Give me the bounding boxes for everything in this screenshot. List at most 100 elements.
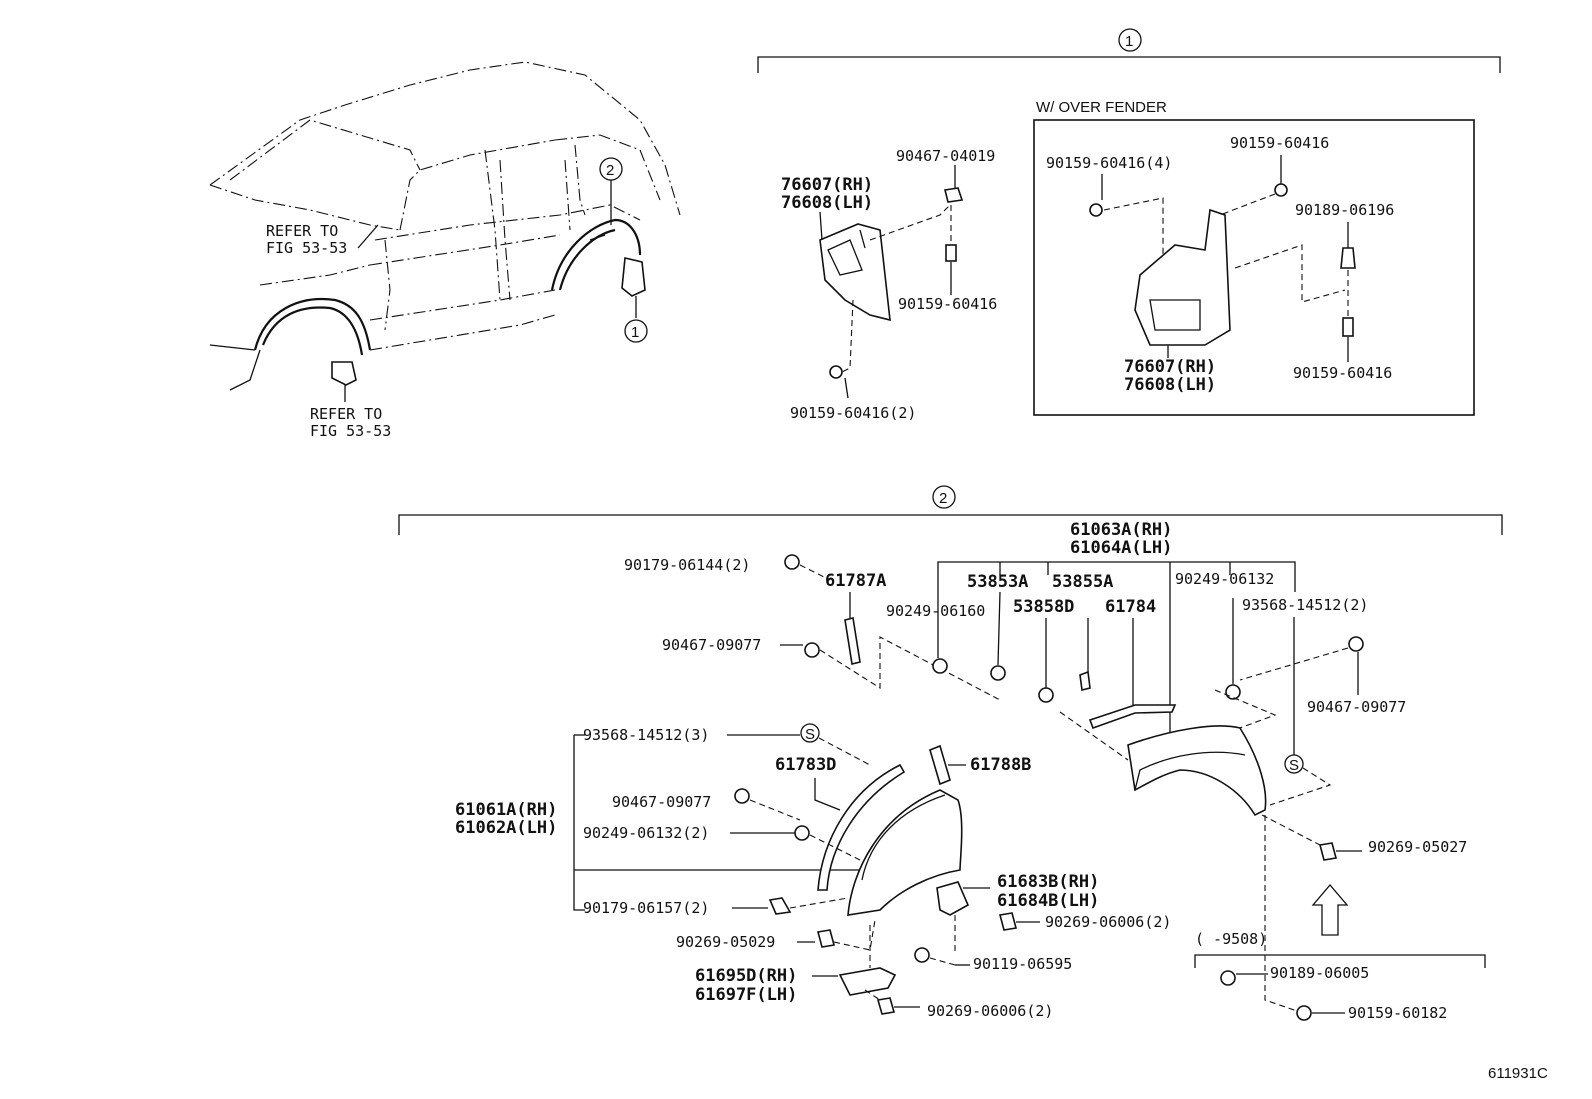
rivet-90189-06005-label: 90189-06005 <box>1270 964 1369 982</box>
of-rivet-label: 90189-06196 <box>1295 201 1394 219</box>
pin-90269-06006-mid: 90269-06006(2) <box>954 912 1171 955</box>
date-range-label: ( -9508) <box>1195 930 1267 948</box>
refer-note-lower: REFER TO FIG 53-53 <box>310 405 391 440</box>
front-fender-flare-part <box>1059 711 1267 817</box>
clip-90467-right-label: 90467-09077 <box>1307 698 1406 716</box>
screw-90159-60182-label: 90159-60182 <box>1348 1004 1447 1022</box>
molding-61788b: 61788B <box>929 744 1031 786</box>
front-fender-lh-label: 61064A(LH) <box>1070 538 1172 558</box>
rivet-90189-06005: 90189-06005 <box>1220 964 1369 986</box>
pin-90269-06006-mid-label: 90269-06006(2) <box>1045 913 1171 931</box>
refer-note-upper: REFER TO FIG 53-53 <box>266 222 379 257</box>
pin-90269-05027: 90269-05027 <box>1261 814 1467 861</box>
rear-fender-labels: 61061A(RH) 61062A(LH) 93568-14512(3) S <box>455 723 871 911</box>
mudguard-rh-label: 76607(RH) <box>781 175 873 195</box>
arrow-up <box>1311 883 1349 936</box>
clip-90467-09077-left: 90467-09077 <box>662 636 1001 701</box>
screw-90159-60416-bottom: 90159-60416(2) <box>790 299 916 422</box>
bracket-61695d: 61695D(RH) 61697F(LH) <box>695 925 897 1005</box>
clip-s-symbol-right: S <box>1289 757 1299 774</box>
group1-callout: 1 <box>1125 33 1133 50</box>
bracket-lh-label: 61697F(LH) <box>695 985 797 1005</box>
molding-61784-part <box>1088 618 1177 730</box>
callout-2-label: 2 <box>606 162 614 179</box>
of-part-lh-label: 76608(LH) <box>1124 375 1216 395</box>
callout-1-label: 1 <box>631 324 639 341</box>
screw-90159-60416-mid: 90159-60416 <box>898 205 997 313</box>
rear-fender-rh-label: 61061A(RH) <box>455 800 557 820</box>
rear-mudguard <box>621 257 646 318</box>
screw-90159-60182: 90159-60182 <box>1296 1004 1447 1022</box>
bolt-90119-06595-label: 90119-06595 <box>973 955 1072 973</box>
screw-mid-label: 90159-60416 <box>898 295 997 313</box>
nut-90249-06132-top <box>1214 598 1277 729</box>
front-fender-labels: 61063A(RH) 61064A(LH) 53853A 53855A 9024… <box>886 520 1368 740</box>
nut-90249-06132-2: 90249-06132(2) <box>583 824 861 861</box>
group1-bracket: 1 <box>757 28 1501 73</box>
of-screw-bottom-label: 90159-60416 <box>1293 364 1392 382</box>
group2-bracket: 2 <box>398 485 1503 535</box>
clip-90467-mid-label: 90467-09077 <box>612 793 711 811</box>
screw-90179-06144-label: 90179-06144(2) <box>624 556 750 574</box>
date-range-bracket: ( -9508) <box>1194 815 1486 1013</box>
clip-s-symbol-left: S <box>805 726 815 743</box>
mudguard-part: 76607(RH) 76608(LH) <box>781 175 891 322</box>
pin-90269-05029: 90269-05029 <box>676 919 876 951</box>
nut-90249-06132-top-label: 90249-06132 <box>1175 570 1274 588</box>
clip-90467-09077-mid: 90467-09077 <box>612 788 801 821</box>
nut-90249-06132-2-label: 90249-06132(2) <box>583 824 709 842</box>
screw-90179-06157: 90179-06157(2) <box>583 897 849 917</box>
refer-upper-line2: FIG 53-53 <box>266 239 347 257</box>
refer-upper-line1: REFER TO <box>266 222 338 240</box>
screw-bottom-label: 90159-60416(2) <box>790 404 916 422</box>
bracket2-lh-label: 61684B(LH) <box>997 891 1099 911</box>
vehicle-callout-1: 1 <box>624 319 648 343</box>
screw-90179-06144: 90179-06144(2) <box>624 554 831 581</box>
pin-90269-05029-label: 90269-05029 <box>676 933 775 951</box>
front-fender-flare <box>253 298 372 356</box>
emblem-d-label: 53858D <box>1013 597 1074 617</box>
rear-fender-lh-label: 61062A(LH) <box>455 818 557 838</box>
over-fender-title: W/ OVER FENDER <box>1036 99 1167 116</box>
of-screw-top-label: 90159-60416 <box>1230 134 1329 152</box>
refer-lower-line1: REFER TO <box>310 405 382 423</box>
molding-61783d: 61783D <box>775 755 906 891</box>
molding-61783d-label: 61783D <box>775 755 836 775</box>
clip-90467-04019-label: 90467-04019 <box>896 147 995 165</box>
of-part-rh-label: 76607(RH) <box>1124 357 1216 377</box>
clip-93568-2-label: 93568-14512(2) <box>1242 596 1368 614</box>
bolt-90119-06595: 90119-06595 <box>914 947 1072 973</box>
bracket-61683b: 61683B(RH) 61684B(LH) <box>936 872 1099 916</box>
rear-fender-flare-part <box>847 789 963 916</box>
vehicle-outline <box>209 61 681 391</box>
emblem-a-label: 53853A <box>967 572 1028 592</box>
clip-93568-2: S <box>1269 617 1332 806</box>
emblem-b-label: 53855A <box>1052 572 1113 592</box>
screw-53858d <box>1038 618 1091 703</box>
bracket2-rh-label: 61683B(RH) <box>997 872 1099 892</box>
molding-61784-label: 61784 <box>1105 597 1156 617</box>
mudguard-lh-label: 76608(LH) <box>781 193 873 213</box>
clip-53853a <box>990 591 1006 681</box>
molding-61787a: 61787A <box>825 571 886 665</box>
front-fender-rh-label: 61063A(RH) <box>1070 520 1172 540</box>
over-fender-box: W/ OVER FENDER 90159-60416(4) 90159-6041… <box>1033 99 1475 416</box>
pin-90269-06006-bottom-label: 90269-06006(2) <box>927 1002 1053 1020</box>
pin-90269-05027-label: 90269-05027 <box>1368 838 1467 856</box>
nut-90249-06160 <box>932 592 948 674</box>
diagram-id: 611931C <box>1488 1065 1548 1082</box>
vehicle-callout-2: 2 <box>599 157 623 225</box>
molding-61788b-label: 61788B <box>970 755 1031 775</box>
of-screw-4-label: 90159-60416(4) <box>1046 154 1172 172</box>
screw-90179-06157-label: 90179-06157(2) <box>583 899 709 917</box>
molding-61787a-label: 61787A <box>825 571 886 591</box>
clip-90467-09077-right: 90467-09077 <box>1239 636 1406 716</box>
group2-callout: 2 <box>939 490 947 507</box>
front-mudguard <box>331 361 357 402</box>
bracket-rh-label: 61695D(RH) <box>695 966 797 986</box>
clip-93568-3-label: 93568-14512(3) <box>583 726 709 744</box>
clip-90467-left-label: 90467-09077 <box>662 636 761 654</box>
pin-90269-06006-bottom: 90269-06006(2) <box>864 989 1053 1020</box>
nut-90249-06160-label: 90249-06160 <box>886 602 985 620</box>
